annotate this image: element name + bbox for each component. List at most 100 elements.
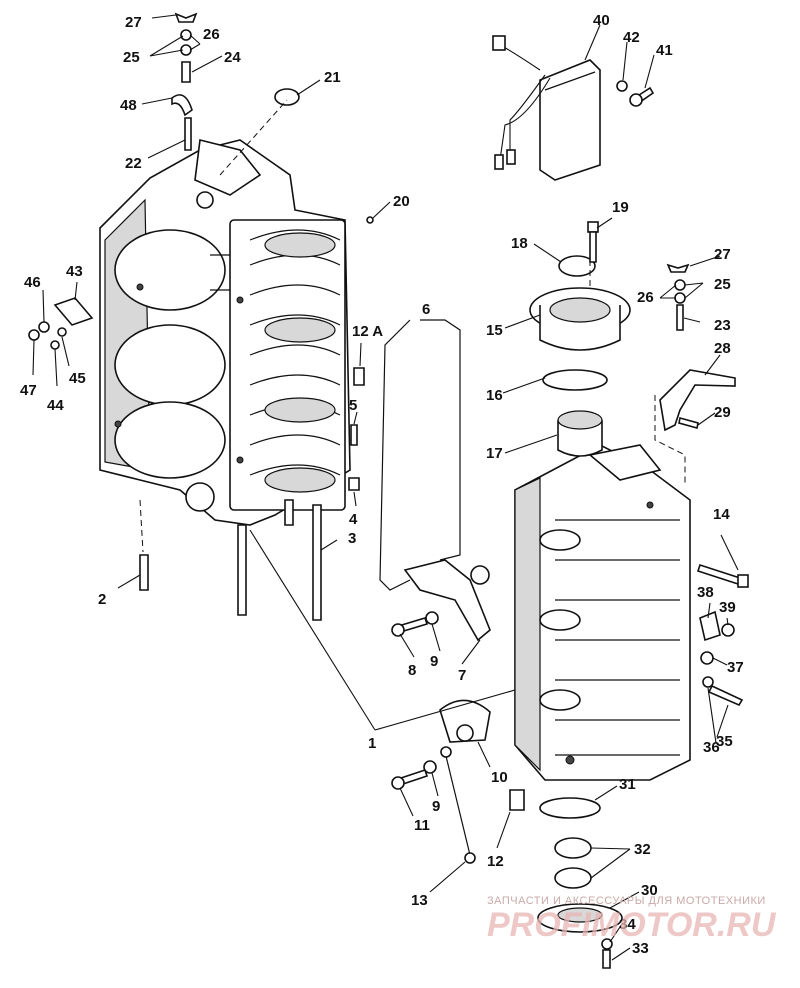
callout-28: 28 [714,340,731,357]
callout-46: 46 [24,274,41,291]
stud-14 [696,563,749,588]
washer-42 [616,80,628,92]
leader-lines [32,14,739,961]
seal-18 [558,255,596,277]
screw-39 [721,623,735,637]
thermostat-cover [529,287,631,351]
watermark-logo: PROFIMOTOR.RU [487,906,777,944]
callout-37: 37 [727,659,744,676]
callout-9b: 9 [432,798,440,815]
crankcase-cover [514,444,691,781]
callout-39: 39 [719,599,736,616]
washer-25b [674,292,686,304]
bracket-43 [53,297,94,326]
callout-18: 18 [511,235,528,252]
callout-1: 1 [368,735,376,752]
clamp-48 [171,94,193,117]
callout-36: 36 [703,739,720,756]
pin-5 [350,424,358,446]
callout-12a: 12 A [352,323,383,340]
cylinder-block [99,139,351,621]
washer-9a [425,611,439,625]
callout-35: 35 [716,733,733,750]
callout-29: 29 [714,404,731,421]
callout-23: 23 [714,317,731,334]
callout-24: 24 [224,49,241,66]
callout-21: 21 [324,69,341,86]
dowel-4 [348,477,360,491]
washer-9b [423,760,437,774]
washer-34 [601,938,613,950]
ignition-pack [492,35,601,181]
screw-33 [602,949,611,969]
callout-32: 32 [634,841,651,858]
cable-13 [440,746,476,864]
plug-21 [274,88,300,106]
screw-29 [678,416,699,430]
callout-38: 38 [697,584,714,601]
callout-14: 14 [713,506,730,523]
callout-25a: 25 [123,49,140,66]
callout-17: 17 [486,445,503,462]
callout-34: 34 [619,916,636,933]
washer-26b [674,279,686,291]
seal-32b [554,867,592,889]
callout-22: 22 [125,155,142,172]
callout-27b: 27 [714,246,731,263]
callout-30: 30 [641,882,658,899]
callout-10: 10 [491,769,508,786]
dowel-12 [509,789,525,811]
callout-11: 11 [414,817,430,834]
watermark: ЗАПЧАСТИ И АКСЕССУАРЫ ДЛЯ МОТОТЕХНИКИ PR… [487,895,777,944]
nut-47 [28,329,40,341]
callout-43: 43 [66,263,83,280]
oring-31 [539,797,601,819]
bracket-28 [659,369,736,432]
callout-40: 40 [593,12,610,29]
nut-46 [38,321,50,333]
callout-26b: 26 [637,289,654,306]
callout-45: 45 [69,370,86,387]
callout-13: 13 [411,892,428,909]
callout-20: 20 [393,193,410,210]
callout-25b: 25 [714,276,731,293]
callout-42: 42 [623,29,640,46]
callout-5: 5 [349,397,357,414]
callout-labels: 27 26 25 24 48 21 22 20 43 46 47 44 45 1… [20,12,744,957]
stud-22 [184,117,192,151]
dowel-12a [353,367,365,386]
bracket-10 [439,699,491,743]
callout-6: 6 [422,301,430,318]
callout-9a: 9 [430,653,438,670]
wingnut-27b [666,263,690,273]
seal-32a [554,837,592,859]
washer-36 [702,676,714,688]
callout-15: 15 [486,322,503,339]
callout-16: 16 [486,387,503,404]
watermark-tagline: ЗАПЧАСТИ И АКСЕССУАРЫ ДЛЯ МОТОТЕХНИКИ [487,895,766,907]
bracket-7 [403,559,491,642]
stud-24 [181,61,191,83]
callout-12: 12 [487,853,504,870]
stud-23 [676,304,684,331]
cap-30 [537,903,623,933]
clamp-38 [699,610,721,642]
callout-27a: 27 [125,14,142,31]
bearing-17 [557,410,603,457]
callout-8: 8 [408,662,416,679]
callout-44: 44 [47,397,64,414]
fuel-line-6 [379,319,461,591]
callout-2: 2 [98,591,106,608]
screw-35 [707,684,744,707]
screw-41 [629,86,655,107]
callout-3: 3 [348,530,356,547]
stud-2 [139,554,149,591]
callout-31: 31 [619,776,636,793]
screw-11 [391,768,429,790]
callout-48: 48 [120,97,137,114]
callout-19: 19 [612,199,629,216]
plug-20 [366,216,374,224]
washer-26a [180,29,192,41]
callout-4: 4 [349,511,358,528]
